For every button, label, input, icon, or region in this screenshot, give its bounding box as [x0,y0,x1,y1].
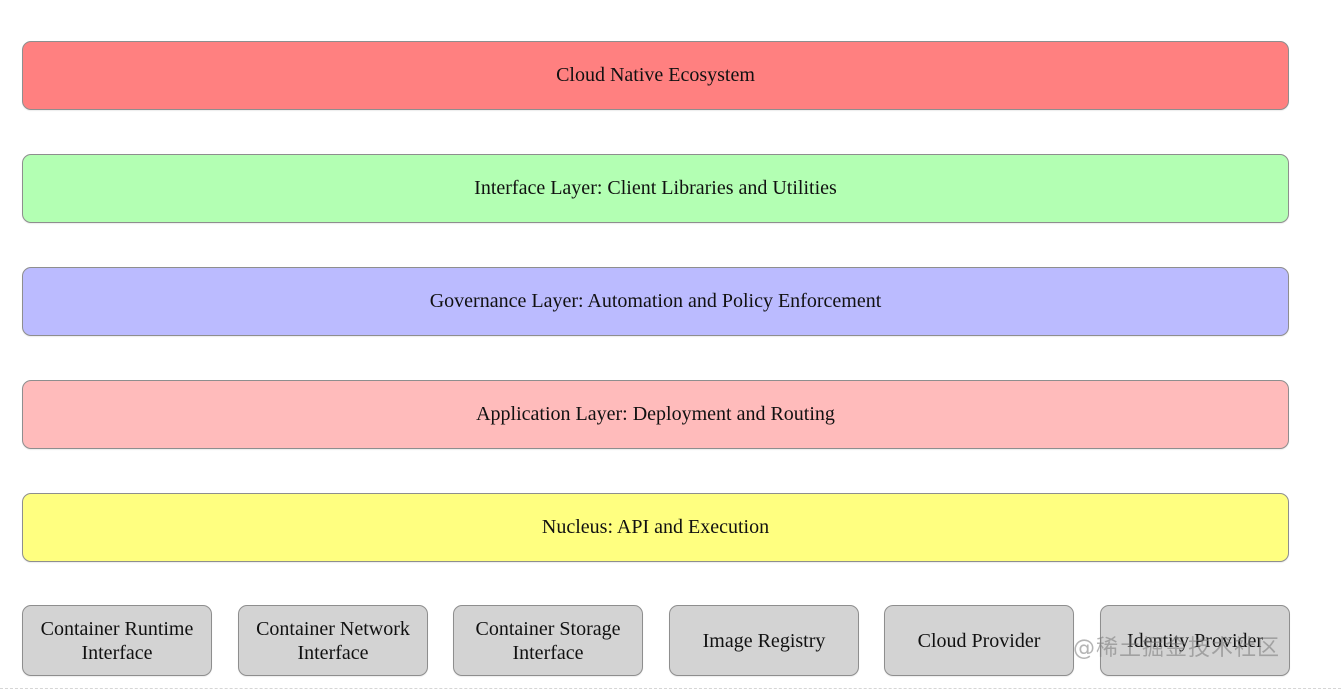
component-label: Container Network Interface [256,617,410,664]
layer-label: Interface Layer: Client Libraries and Ut… [474,177,837,199]
layer-nucleus: Nucleus: API and Execution [22,493,1289,562]
layer-cloud-native-ecosystem: Cloud Native Ecosystem [22,41,1289,110]
component-image-registry: Image Registry [669,605,859,676]
component-label: Container Storage Interface [475,617,621,664]
layer-governance: Governance Layer: Automation and Policy … [22,267,1289,336]
component-label: Image Registry [702,629,826,652]
component-container-network-interface: Container Network Interface [238,605,428,676]
component-container-storage-interface: Container Storage Interface [453,605,643,676]
layer-label: Nucleus: API and Execution [541,516,770,538]
component-label: Identity Provider [1126,629,1264,652]
bottom-divider [0,688,1341,689]
component-label: Cloud Provider [917,629,1041,652]
layer-label: Governance Layer: Automation and Policy … [429,290,882,312]
component-label: Container Runtime Interface [40,617,194,664]
component-container-runtime-interface: Container Runtime Interface [22,605,212,676]
layer-interface: Interface Layer: Client Libraries and Ut… [22,154,1289,223]
layer-application: Application Layer: Deployment and Routin… [22,380,1289,449]
layer-label: Application Layer: Deployment and Routin… [476,403,835,425]
component-identity-provider: Identity Provider [1100,605,1290,676]
component-cloud-provider: Cloud Provider [884,605,1074,676]
layer-label: Cloud Native Ecosystem [556,64,755,86]
